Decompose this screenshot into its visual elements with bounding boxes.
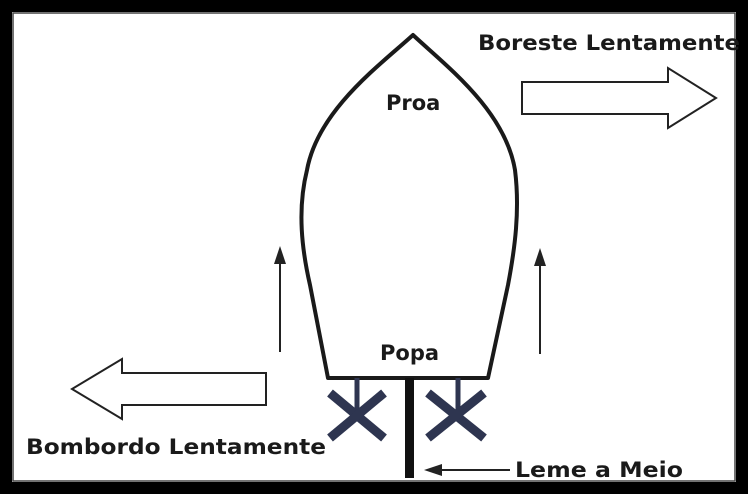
ship-hull xyxy=(299,33,520,380)
starboard-block-arrow xyxy=(521,66,718,130)
forward-arrow-right xyxy=(534,248,546,354)
port-label: Bombordo Lentamente xyxy=(26,435,326,459)
bow-label: Proa xyxy=(386,91,440,115)
rudder xyxy=(405,378,414,478)
forward-arrow-left xyxy=(274,246,286,352)
starboard-label: Boreste Lentamente xyxy=(478,31,740,55)
stern-label: Popa xyxy=(380,341,439,365)
starboard-propeller xyxy=(425,389,487,442)
inner-frame-border xyxy=(12,12,736,482)
rudder-pointer-arrow xyxy=(424,464,510,476)
port-propeller xyxy=(327,389,387,442)
rudder-label: Leme a Meio xyxy=(515,458,683,482)
port-block-arrow xyxy=(70,357,267,421)
